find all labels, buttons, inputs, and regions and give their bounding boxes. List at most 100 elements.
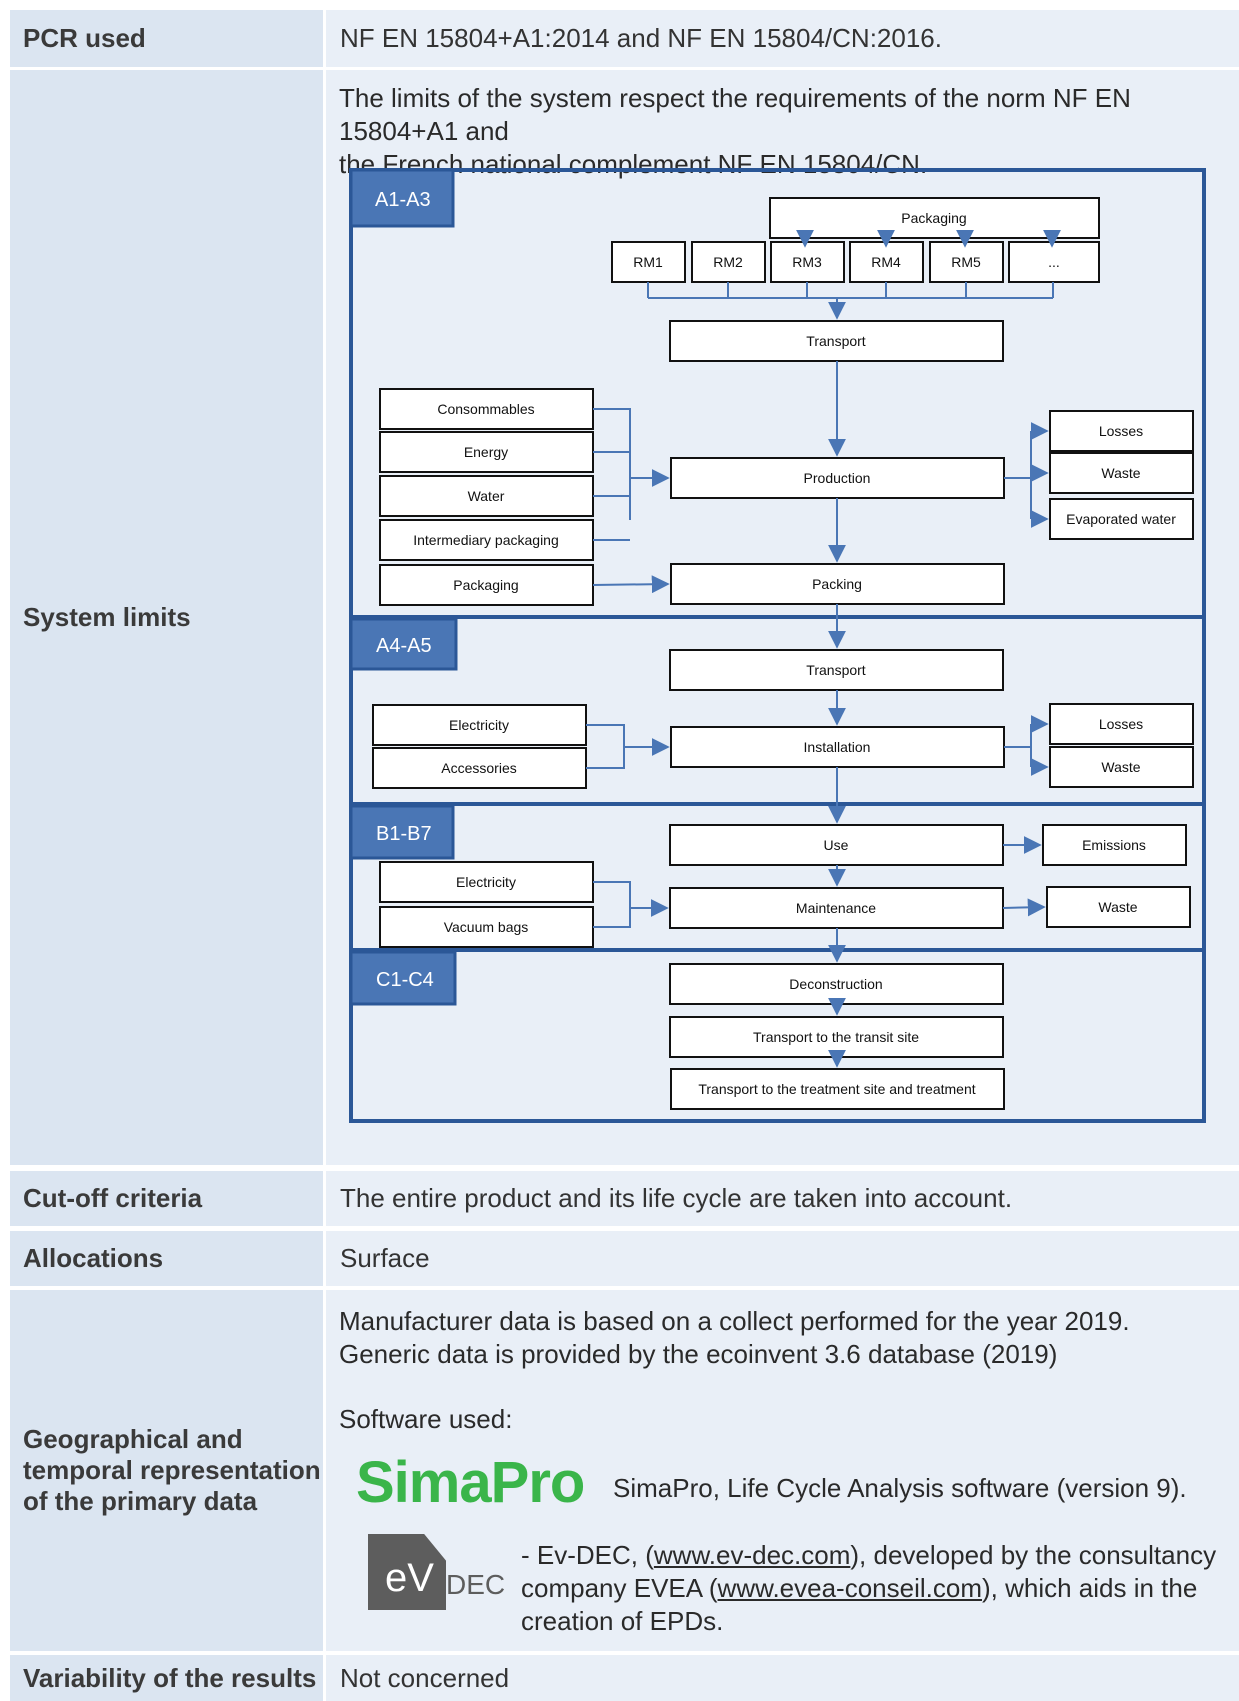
evaporated-water-box bbox=[1049, 498, 1194, 540]
input-label: Intermediary packaging bbox=[413, 532, 559, 548]
variability-label: Variability of the results bbox=[10, 1655, 323, 1701]
treatment-box bbox=[670, 1068, 1005, 1110]
allocations-row: Allocations Surface bbox=[10, 1231, 1239, 1286]
allocations-value: Surface bbox=[326, 1231, 1239, 1286]
waste-b1-label: Waste bbox=[1098, 899, 1137, 915]
stage-tab-c1-c4: C1-C4 bbox=[349, 950, 457, 1006]
stage-label: A1-A3 bbox=[375, 189, 431, 211]
output-label: Evaporated water bbox=[1066, 511, 1176, 527]
geographical-value bbox=[326, 1290, 1239, 1651]
geographical-label-line: temporal representation bbox=[23, 1455, 321, 1485]
packing-label: Packing bbox=[812, 576, 862, 592]
waste-b1-box bbox=[1046, 886, 1191, 928]
rm-label: RM1 bbox=[633, 254, 663, 270]
rm3-box bbox=[770, 241, 845, 283]
production-box bbox=[670, 457, 1005, 499]
losses-box bbox=[1049, 410, 1194, 452]
stage-label: B1-B7 bbox=[376, 823, 432, 845]
system-limits-text: The limits of the system respect the req… bbox=[339, 82, 1239, 181]
rm-label: RM5 bbox=[951, 254, 981, 270]
geographical-row: Geographical and temporal representation… bbox=[10, 1290, 1239, 1651]
evdec-text: - Ev-DEC, (www.ev-dec.com), developed by… bbox=[521, 1539, 1231, 1638]
waste-box bbox=[1049, 452, 1194, 494]
emissions-label: Emissions bbox=[1082, 837, 1146, 853]
rm5-box bbox=[929, 241, 1004, 283]
evdec-line: company EVEA (www.evea-conseil.com), whi… bbox=[521, 1573, 1198, 1603]
input-label: Packaging bbox=[453, 577, 518, 593]
output-label: Losses bbox=[1099, 423, 1143, 439]
evdec-logo-mark bbox=[368, 1534, 446, 1610]
input-label: Accessories bbox=[441, 760, 516, 776]
energy-box bbox=[379, 431, 594, 473]
cutoff-row: Cut-off criteria The entire product and … bbox=[10, 1171, 1239, 1226]
packaging-top-label: Packaging bbox=[901, 210, 966, 226]
cutoff-value: The entire product and its life cycle ar… bbox=[326, 1171, 1239, 1226]
geographical-label: Geographical and temporal representation… bbox=[10, 1290, 323, 1651]
software-label: Software used: bbox=[339, 1404, 513, 1434]
evdec-line: creation of EPDs. bbox=[521, 1606, 724, 1636]
emissions-box bbox=[1042, 824, 1187, 866]
simapro-text: SimaPro, Life Cycle Analysis software (v… bbox=[613, 1473, 1187, 1503]
evdec-logo-ev: eV bbox=[385, 1556, 434, 1600]
transport-a4-box bbox=[669, 649, 1004, 691]
electricity-b1-box bbox=[379, 861, 594, 903]
input-label: Electricity bbox=[456, 874, 516, 890]
electricity-a4-box bbox=[372, 704, 587, 746]
input-label: Water bbox=[468, 488, 505, 504]
evea-link[interactable]: www.evea-conseil.com bbox=[717, 1573, 982, 1603]
geographical-label-line: of the primary data bbox=[23, 1486, 258, 1516]
geographical-label-line: Geographical and bbox=[23, 1424, 243, 1454]
transport-label: Transport bbox=[806, 333, 866, 349]
output-label: Losses bbox=[1099, 716, 1143, 732]
geographical-text: Manufacturer data is based on a collect … bbox=[339, 1305, 1229, 1371]
rm-label: RM3 bbox=[792, 254, 822, 270]
input-label: Energy bbox=[464, 444, 508, 460]
rm-label: ... bbox=[1048, 254, 1060, 270]
maintenance-label: Maintenance bbox=[796, 900, 876, 916]
stage-tab-a1-a3: A1-A3 bbox=[349, 168, 455, 228]
pcr-value: NF EN 15804+A1:2014 and NF EN 15804/CN:2… bbox=[326, 10, 1239, 67]
variability-row: Variability of the results Not concerned bbox=[10, 1655, 1239, 1701]
stage-tab-a4-a5: A4-A5 bbox=[349, 617, 458, 671]
installation-label: Installation bbox=[804, 739, 871, 755]
installation-box bbox=[670, 726, 1005, 768]
vacuum-bags-box bbox=[379, 906, 594, 948]
stage-tab-b1-b7: B1-B7 bbox=[349, 804, 455, 860]
system-limits-text-line1: The limits of the system respect the req… bbox=[339, 83, 1131, 146]
input-label: Vacuum bags bbox=[444, 919, 529, 935]
deconstruction-label: Deconstruction bbox=[789, 976, 882, 992]
waste-a4-box bbox=[1049, 746, 1194, 788]
system-limits-label: System limits bbox=[10, 70, 323, 1165]
treatment-label: Transport to the treatment site and trea… bbox=[698, 1081, 975, 1097]
rm-label: RM4 bbox=[871, 254, 901, 270]
geo-line: Generic data is provided by the ecoinven… bbox=[339, 1339, 1058, 1369]
use-label: Use bbox=[824, 837, 849, 853]
rm2-box bbox=[691, 241, 766, 283]
production-label: Production bbox=[804, 470, 871, 486]
rm-label: RM2 bbox=[713, 254, 743, 270]
allocations-label: Allocations bbox=[10, 1231, 323, 1286]
evdec-logo-dec: DEC bbox=[446, 1569, 506, 1600]
evdec-link[interactable]: www.ev-dec.com bbox=[653, 1540, 851, 1570]
water-box bbox=[379, 475, 594, 517]
input-label: Electricity bbox=[449, 717, 509, 733]
packaging-input-box bbox=[379, 564, 594, 606]
output-label: Waste bbox=[1101, 465, 1140, 481]
evdec-logo: eV DEC bbox=[368, 1534, 505, 1610]
simapro-logo: SimaPro bbox=[356, 1450, 585, 1515]
rm1-box bbox=[611, 241, 686, 283]
transport-a4-label: Transport bbox=[806, 662, 866, 678]
rm-more-box bbox=[1008, 241, 1100, 283]
evdec-line: - Ev-DEC, (www.ev-dec.com), developed by… bbox=[521, 1540, 1217, 1570]
system-boundary-diagram: A1-A3 A4-A5 B1-B7 C1-C4 bbox=[349, 168, 1206, 1123]
cutoff-label: Cut-off criteria bbox=[10, 1171, 323, 1226]
pcr-label: PCR used bbox=[10, 10, 323, 67]
stage-label: A4-A5 bbox=[376, 635, 432, 657]
accessories-box bbox=[372, 747, 587, 789]
output-label: Waste bbox=[1101, 759, 1140, 775]
variability-value: Not concerned bbox=[326, 1655, 1239, 1701]
stage-label: C1-C4 bbox=[376, 969, 434, 991]
intermediary-packaging-box bbox=[379, 519, 594, 561]
input-label: Consommables bbox=[437, 401, 534, 417]
transport-box bbox=[669, 320, 1004, 362]
